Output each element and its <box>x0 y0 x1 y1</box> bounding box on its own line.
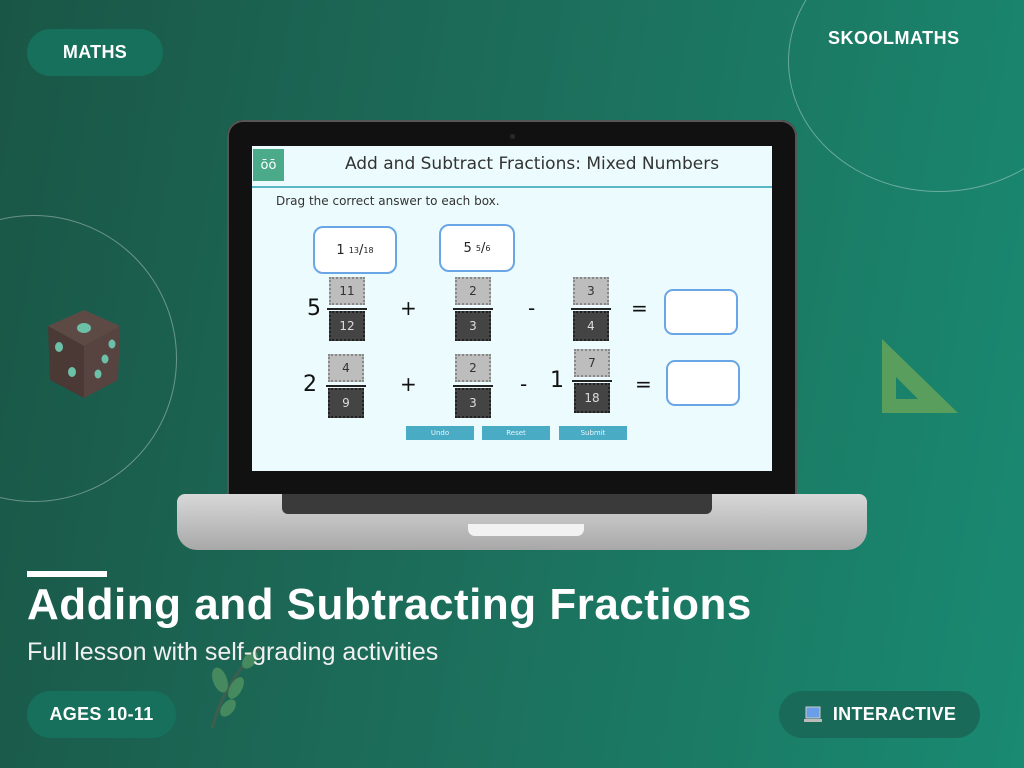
fraction-bar <box>453 308 493 310</box>
ages-badge: AGES 10-11 <box>27 691 176 738</box>
fraction-bar <box>572 380 612 382</box>
fraction-bar <box>327 308 367 310</box>
fraction-bar <box>571 308 611 310</box>
laptop-base <box>177 494 867 550</box>
eq1-operator-plus: + <box>400 296 417 320</box>
eq2-denominator-2[interactable]: 3 <box>455 388 491 418</box>
activity-title: Add and Subtract Fractions: Mixed Number… <box>344 154 720 174</box>
eq1-denominator-1[interactable]: 12 <box>329 311 365 341</box>
format-badge: INTERACTIVE <box>779 691 980 738</box>
answer-card-2[interactable]: 5 5/6 <box>439 224 515 272</box>
hero-title: Adding and Subtracting Fractions <box>27 580 752 629</box>
leaf-sprig-icon <box>210 646 262 729</box>
format-label: INTERACTIVE <box>832 704 957 724</box>
eq2-numerator-2[interactable]: 2 <box>455 354 491 382</box>
eq1-answer-dropzone[interactable] <box>664 289 738 335</box>
submit-button[interactable]: Submit <box>559 426 627 440</box>
undo-button[interactable]: Undo <box>406 426 474 440</box>
dice-icon <box>48 310 120 398</box>
owl-logo-icon: ōō <box>253 149 284 181</box>
answer-denominator: 6 <box>485 243 491 253</box>
eq2-denominator-1[interactable]: 9 <box>328 388 364 418</box>
eq2-operator-minus: - <box>520 372 528 396</box>
eq2-operator-plus: + <box>400 372 417 396</box>
eq2-whole-1: 2 <box>303 372 317 397</box>
eq2-numerator-1[interactable]: 4 <box>328 354 364 382</box>
eq1-numerator-1[interactable]: 11 <box>329 277 365 305</box>
eq2-numerator-3[interactable]: 7 <box>574 349 610 377</box>
activity-instruction: Drag the correct answer to each box. <box>276 194 500 208</box>
answer-numerator: 13 <box>348 245 360 255</box>
title-accent-bar <box>27 571 107 577</box>
eq2-answer-dropzone[interactable] <box>666 360 740 406</box>
answer-whole: 5 <box>463 240 472 256</box>
webcam <box>510 134 515 139</box>
eq2-whole-3: 1 <box>550 368 564 393</box>
eq2-equals: = <box>635 372 652 396</box>
eq1-operator-minus: - <box>528 296 536 320</box>
eq1-whole-1: 5 <box>307 296 321 321</box>
answer-numerator: 5 <box>475 243 482 253</box>
laptop-notch <box>468 524 584 536</box>
answer-denominator: 18 <box>363 245 374 255</box>
fraction-bar <box>453 385 493 387</box>
activity-header: ōō Add and Subtract Fractions: Mixed Num… <box>252 146 772 188</box>
eq1-denominator-3[interactable]: 4 <box>573 311 609 341</box>
eq1-numerator-3[interactable]: 3 <box>573 277 609 305</box>
activity-screen: ōō Add and Subtract Fractions: Mixed Num… <box>252 146 772 471</box>
ages-label: AGES 10-11 <box>49 704 154 724</box>
eq1-denominator-2[interactable]: 3 <box>455 311 491 341</box>
hero-subtitle: Full lesson with self-grading activities <box>27 638 439 666</box>
set-square-icon <box>882 339 958 413</box>
laptop-icon <box>803 706 822 722</box>
subject-label: MATHS <box>62 42 128 62</box>
fraction-bar <box>326 385 366 387</box>
eq1-equals: = <box>631 296 648 320</box>
reset-button[interactable]: Reset <box>482 426 550 440</box>
answer-card-1[interactable]: 1 13/18 <box>313 226 397 274</box>
laptop-keyboard <box>282 494 712 514</box>
eq1-numerator-2[interactable]: 2 <box>455 277 491 305</box>
answer-whole: 1 <box>336 242 345 258</box>
subject-badge: MATHS <box>27 29 163 76</box>
brand-label: SKOOLMATHS <box>828 28 960 48</box>
eq2-denominator-3[interactable]: 18 <box>574 383 610 413</box>
